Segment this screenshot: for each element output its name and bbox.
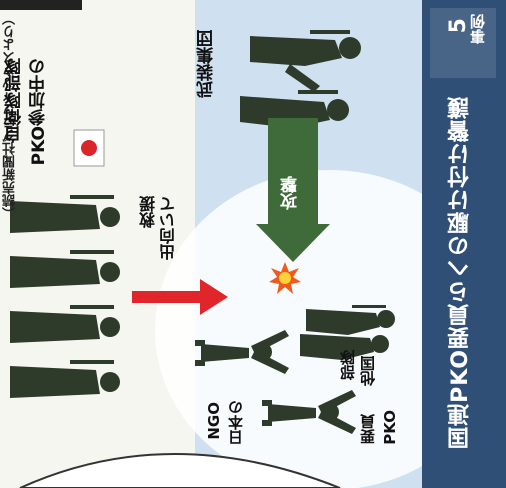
soldier-silhouette-icon: [10, 250, 120, 288]
case-badge-number: 5: [446, 18, 471, 34]
rescue-label-line1: 出向いて: [159, 196, 178, 260]
attack-label: 攻撃: [281, 176, 301, 210]
soldier-silhouette-icon: [10, 360, 120, 398]
page-title: 国連PKO要員らへの駆け付け警護: [448, 96, 473, 449]
soldier-silhouette-icon: [10, 195, 120, 233]
person-arms-raised-icon: [262, 390, 356, 434]
soldier-silhouette-icon: [300, 334, 389, 360]
civilians: [195, 330, 356, 434]
ngo-label-line1: 日本の: [227, 400, 245, 445]
japan-flag-icon: [73, 129, 105, 167]
other-country-label-line1: 他国: [359, 356, 377, 386]
attack-arrow: [256, 118, 330, 262]
jsdf-soldiers: [10, 195, 120, 398]
explosion-icon: [269, 262, 301, 294]
case-badge-box: [430, 8, 496, 78]
bottom-curve: [19, 453, 341, 488]
soldier-silhouette-icon: [306, 305, 395, 335]
jsdf-label-line1: PKO参加中の: [29, 58, 49, 166]
jsdf-label-line2: 自衛隊部隊: [5, 58, 25, 143]
header-band: [422, 0, 506, 488]
pko-staff-label-line2: 要員: [359, 414, 377, 444]
soldier-silhouette-icon: [10, 305, 120, 343]
other-country-soldiers: [300, 305, 395, 360]
note-bar: [0, 0, 82, 10]
armed-group-label: 武装集団: [197, 30, 217, 98]
soldier-silhouette-icon: [250, 30, 361, 92]
rescue-arrow: [132, 279, 228, 315]
ngo-label-line2: NGO: [205, 402, 223, 440]
pko-staff-label-line1: PKO: [381, 410, 399, 445]
person-arms-raised-icon: [195, 330, 289, 374]
rescue-label-line2: 救援: [139, 196, 158, 228]
case-badge-label: 事例: [469, 14, 487, 44]
other-country-label-line2: 部隊: [339, 350, 357, 380]
